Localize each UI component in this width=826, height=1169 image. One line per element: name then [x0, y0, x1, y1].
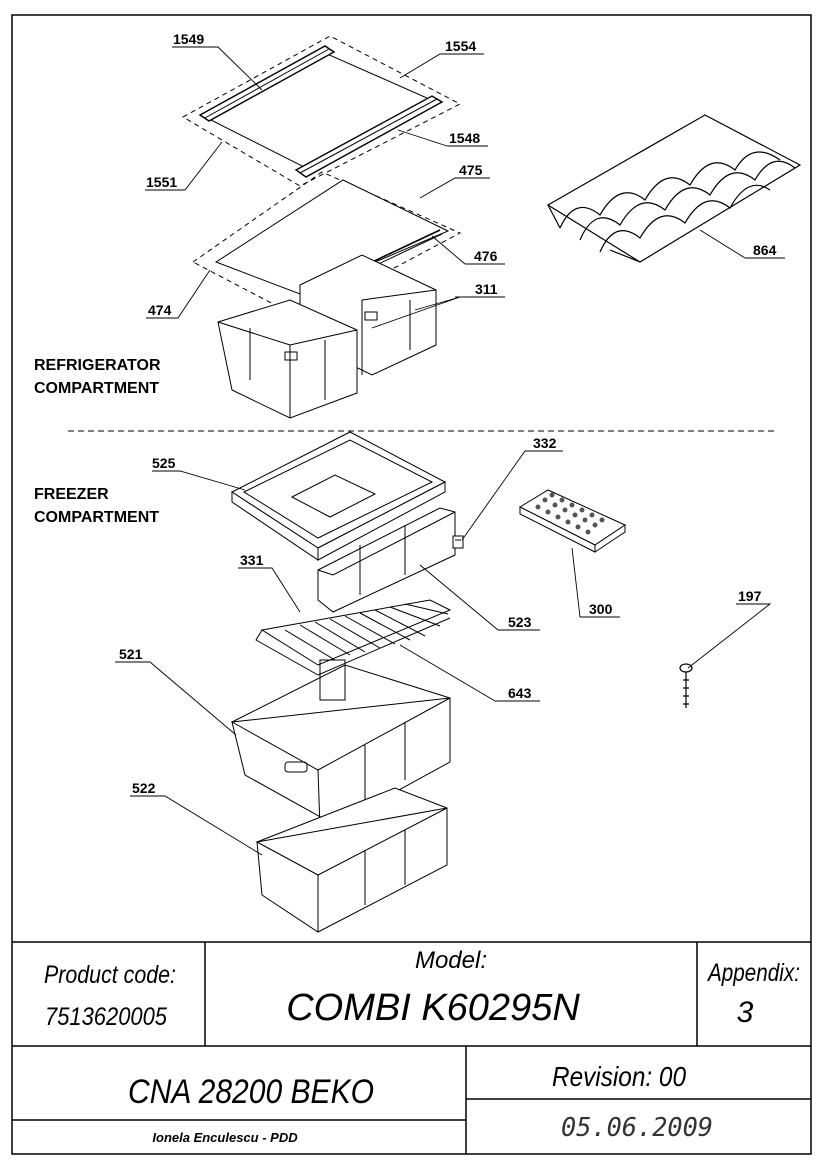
refrigerator-heading-line2: COMPARTMENT	[34, 380, 159, 397]
label-1548: 1548	[449, 130, 480, 146]
label-1554: 1554	[445, 38, 476, 54]
label-643: 643	[508, 685, 532, 701]
freezer-flap-drawing	[317, 507, 456, 613]
freezer-heading-line1: FREEZER	[34, 486, 109, 503]
label-311: 311	[475, 281, 498, 297]
cna-code: CNA 28200 BEKO	[128, 1073, 374, 1111]
product-code-value: 7513620005	[45, 1003, 167, 1031]
freezer-drawer-bottom-drawing	[255, 787, 448, 933]
ice-tray-drawing	[518, 489, 627, 553]
label-525: 525	[152, 455, 176, 471]
refrigerator-heading-line1: REFRIGERATOR	[34, 357, 161, 374]
label-1551: 1551	[146, 174, 177, 190]
label-476: 476	[474, 248, 498, 264]
model-label: Model:	[415, 947, 487, 974]
revision-label: Revision: 00	[552, 1061, 686, 1092]
label-332: 332	[533, 435, 557, 451]
freezer-heading-line2: COMPARTMENT	[34, 509, 159, 526]
label-523: 523	[508, 614, 532, 630]
title-block	[12, 941, 811, 1154]
appendix-label: Appendix:	[706, 959, 800, 987]
freezer-drawer-top-drawing	[230, 659, 451, 829]
label-197: 197	[738, 588, 762, 604]
key-drawing	[679, 663, 693, 708]
freezer-top-tray-drawing	[231, 431, 447, 561]
product-code-label: Product code:	[44, 961, 176, 989]
small-clip-drawing	[452, 535, 464, 549]
leader-lines	[115, 46, 785, 856]
label-1549: 1549	[173, 31, 204, 47]
revision-date: 05.06.2009	[561, 1113, 713, 1143]
label-522: 522	[132, 780, 156, 796]
upper-glass-shelf-drawing	[181, 35, 462, 187]
model-value: COMBI K60295N	[286, 987, 580, 1029]
sheet-border	[11, 14, 812, 1155]
label-475: 475	[459, 162, 483, 178]
label-521: 521	[119, 646, 143, 662]
crisper-drawers-drawing	[217, 254, 437, 419]
part-number-labels: 1549 1554 1548 1551 475 476 474 311 864 …	[119, 31, 777, 796]
wire-shelf-drawing	[255, 599, 452, 676]
label-300: 300	[589, 601, 613, 617]
author: Ionela Enculescu - PDD	[152, 1130, 298, 1145]
label-864: 864	[753, 242, 777, 258]
bottle-rack-drawing	[546, 114, 802, 263]
label-331: 331	[240, 552, 264, 568]
appendix-value: 3	[737, 996, 754, 1029]
label-474: 474	[148, 302, 172, 318]
